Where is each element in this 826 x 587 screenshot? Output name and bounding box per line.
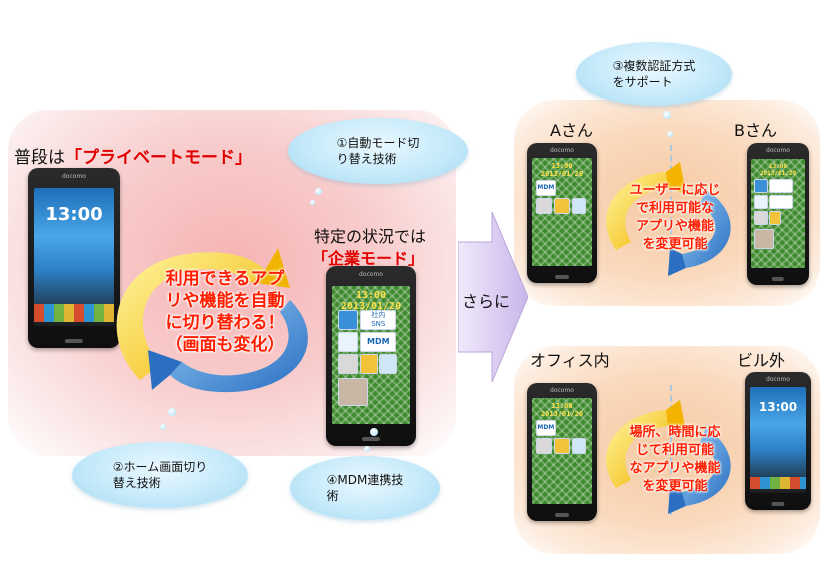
enterprise-clock: 13:00 2013/01/20 xyxy=(532,162,592,176)
cloud-bubble xyxy=(160,424,166,430)
cloud-bubble xyxy=(315,188,322,195)
home-button xyxy=(362,437,380,441)
outside-building-label: ビル外 xyxy=(737,347,785,371)
app-tile xyxy=(338,332,358,352)
phone-outside-building: docomo 13:00 xyxy=(745,372,811,510)
phone-screen-user-b: 13:00 2013/01/20 xyxy=(751,159,804,268)
home-clock: 13:00 xyxy=(750,400,807,414)
app-tile xyxy=(338,310,358,330)
cloud-bubble xyxy=(310,200,315,205)
cloud-bubble xyxy=(370,428,378,436)
phone-brand: docomo xyxy=(527,147,597,154)
app-tile xyxy=(769,179,793,193)
app-tile xyxy=(536,438,552,454)
normal-mode-prefix: 普段は xyxy=(14,148,65,168)
phone-brand: docomo xyxy=(745,376,811,383)
mdm-tile: MDM xyxy=(360,332,396,352)
cloud-multi-auth-text: ③複数認証方式 をサポート xyxy=(613,58,696,90)
profile-photo-tile xyxy=(754,229,774,249)
cloud-mdm: ④MDM連携技 術 xyxy=(290,456,440,520)
inside-office-label: オフィス内 xyxy=(530,347,610,371)
app-tile xyxy=(338,354,358,374)
situation-label: 特定の状況では xyxy=(314,223,426,247)
enterprise-clock: 13:00 2013/01/20 xyxy=(751,163,804,177)
app-tile xyxy=(554,438,570,454)
mdm-tile: MDM xyxy=(536,420,556,436)
home-clock: 13:00 xyxy=(34,204,113,225)
cloud-bubble xyxy=(168,408,176,416)
enterprise-clock: 13:00 2013/01/20 xyxy=(332,290,409,304)
app-tile xyxy=(754,179,768,193)
user-b-label: Bさん xyxy=(734,117,777,141)
private-mode-label: 「プライベートモード」 xyxy=(65,148,252,168)
cloud-bubble xyxy=(663,111,671,119)
phone-screen-inside-office: 13:00 2013/01/20 MDM xyxy=(532,398,592,504)
enterprise-clock: 13:00 2013/01/20 xyxy=(532,402,592,416)
profile-photo-tile xyxy=(338,378,368,406)
app-dock xyxy=(750,477,807,489)
phone-screen-enterprise: 13:00 2013/01/20 社内 SNS MDM xyxy=(332,286,409,425)
sns-tile: 社内 SNS xyxy=(360,310,396,330)
normal-mode-heading: 普段は「プライベートモード」 xyxy=(14,143,252,168)
app-tile xyxy=(572,198,586,214)
cloud-auto-switch: ①自動モード切 り替え技術 xyxy=(288,118,468,184)
home-button xyxy=(555,275,569,279)
cloud-bubble xyxy=(667,131,673,137)
app-tile xyxy=(769,195,793,209)
app-tile xyxy=(754,195,768,209)
cloud-home-screen-text: ②ホーム画面切り 替え技術 xyxy=(113,459,207,491)
switch-callout: 利用できるアプ リや機能を自動 に切り替わる！ （画面も変化） xyxy=(150,268,300,356)
phone-screen-user-a: 13:00 2013/01/20 MDM xyxy=(532,158,592,266)
phone-inside-office: docomo 13:00 2013/01/20 MDM xyxy=(527,383,597,521)
app-tile xyxy=(379,354,397,374)
phone-user-b: docomo 13:00 2013/01/20 xyxy=(747,143,809,285)
cloud-multi-auth: ③複数認証方式 をサポート xyxy=(576,42,732,106)
cloud-mdm-text: ④MDM連携技 術 xyxy=(327,472,404,504)
phone-brand: docomo xyxy=(747,147,809,154)
app-tile xyxy=(554,198,570,214)
mdm-tile: MDM xyxy=(536,180,556,196)
phone-user-a: docomo 13:00 2013/01/20 MDM xyxy=(527,143,597,283)
phone-enterprise-mode: docomo 13:00 2013/01/20 社内 SNS MDM xyxy=(326,266,416,446)
home-button xyxy=(65,339,83,343)
app-tile xyxy=(360,354,378,374)
phone-brand: docomo xyxy=(28,173,120,180)
app-tile xyxy=(572,438,586,454)
phone-screen-home: 13:00 xyxy=(750,387,807,493)
cloud-bubble xyxy=(364,446,370,452)
further-label: さらに xyxy=(462,288,510,312)
location-callout: 場所、時間に応 じて利用可能 なアプリや機能 を変更可能 xyxy=(606,424,744,496)
user-a-label: Aさん xyxy=(550,117,593,141)
cloud-auto-switch-text: ①自動モード切 り替え技術 xyxy=(337,135,420,167)
phone-brand: docomo xyxy=(326,271,416,278)
app-tile xyxy=(769,211,781,225)
user-callout: ユーザーに応じ で利用可能な アプリや機能 を変更可能 xyxy=(608,182,742,254)
home-button xyxy=(772,277,784,281)
cloud-home-screen: ②ホーム画面切り 替え技術 xyxy=(72,442,248,508)
app-tile xyxy=(536,198,552,214)
home-button xyxy=(771,502,784,506)
phone-brand: docomo xyxy=(527,387,597,394)
app-tile xyxy=(754,211,768,225)
home-button xyxy=(555,513,569,517)
